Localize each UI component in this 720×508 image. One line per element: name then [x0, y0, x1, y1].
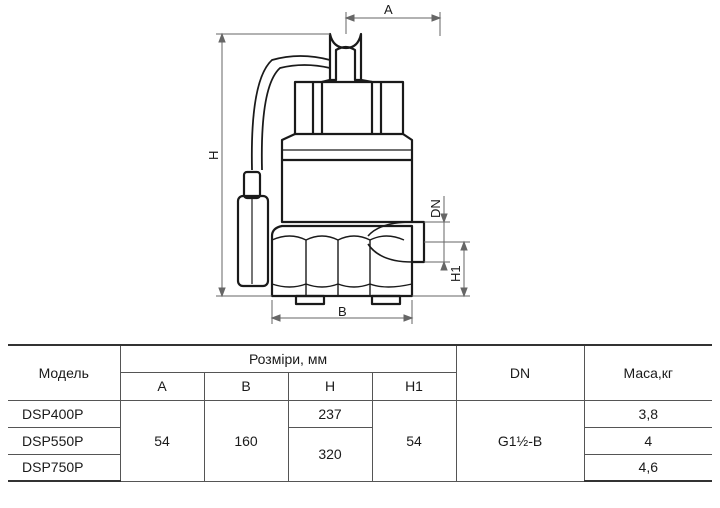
pump-neck — [293, 80, 405, 136]
table-row-model: DSP750P — [8, 453, 121, 482]
cell-mass-2: 4 — [583, 426, 713, 455]
header-h1: H1 — [371, 371, 457, 401]
pump-handle — [328, 32, 363, 82]
header-dn: DN — [455, 344, 585, 401]
pump-outlet — [412, 220, 426, 264]
pump-outline — [236, 32, 426, 306]
cell-mass-3: 4,6 — [583, 453, 713, 482]
pump-base — [270, 224, 414, 298]
dim-label-b: B — [338, 304, 347, 319]
header-b: B — [203, 371, 289, 401]
cell-h1: 54 — [371, 399, 457, 482]
header-a: A — [119, 371, 205, 401]
pump-body — [280, 160, 414, 224]
dimension-lines — [216, 12, 470, 324]
cell-a: 54 — [119, 399, 205, 482]
cell-h-2: 320 — [287, 426, 373, 482]
cell-mass-1: 3,8 — [583, 399, 713, 428]
dim-label-a: A — [384, 2, 393, 17]
pump-dimension-drawing: A H B DN H1 — [206, 2, 470, 324]
float-cable — [250, 55, 331, 171]
specifications-table: Модель Розміри, мм DN Маса,кг A B H H1 D… — [8, 344, 713, 482]
cell-b: 160 — [203, 399, 289, 482]
float-switch — [236, 194, 270, 288]
dim-label-dn: DN — [428, 199, 443, 218]
cell-dn: G1½-B — [455, 399, 585, 482]
dim-label-h1: H1 — [448, 265, 463, 282]
header-mass: Маса,кг — [583, 344, 713, 401]
header-h: H — [287, 371, 373, 401]
pump-shoulder — [280, 133, 414, 162]
header-sizes: Розміри, мм — [119, 344, 457, 373]
dim-label-h: H — [206, 151, 221, 160]
header-model: Модель — [8, 344, 121, 401]
table-row-model: DSP400P — [8, 399, 121, 428]
table-row-model: DSP550P — [8, 426, 121, 455]
cell-h-1: 237 — [287, 399, 373, 428]
